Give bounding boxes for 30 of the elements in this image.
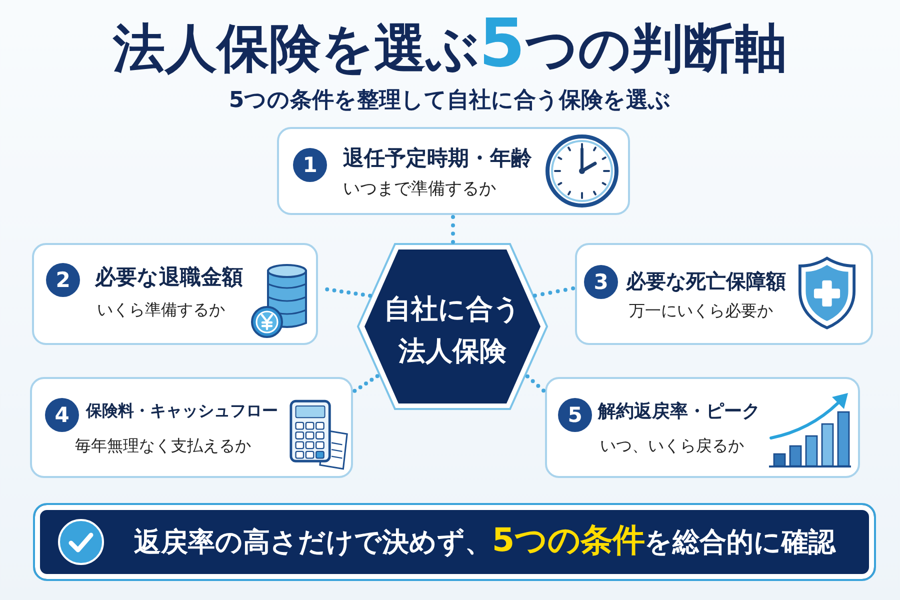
- criterion-card: [545, 377, 860, 478]
- center-hexagon: [357, 243, 548, 410]
- number-badge: 1: [293, 148, 327, 182]
- card-subtitle: 万一にいくら必要か: [629, 301, 773, 320]
- hexagon-label: 自社に合う法人保険: [383, 293, 522, 369]
- criterion-card: [277, 127, 630, 215]
- dotted-connector: [532, 286, 576, 298]
- number-badge: 2: [46, 263, 80, 297]
- number-badge: 5: [558, 398, 592, 432]
- criterion-card: [32, 243, 318, 345]
- card-title: 必要な退職金額: [95, 265, 243, 290]
- number-badge: 4: [45, 398, 79, 432]
- criterion-card: [575, 243, 873, 345]
- subtitle: 5つの条件を整理して自社に合う保険を選ぶ: [228, 87, 672, 115]
- card-subtitle: 毎年無理なく支払えるか: [75, 436, 251, 456]
- card-subtitle: いつまで準備するか: [343, 179, 496, 200]
- dotted-connector: [352, 374, 380, 393]
- card-subtitle: いつ、いくら戻るか: [600, 436, 744, 456]
- title: 法人保険を選ぶ5つの判断軸: [112, 10, 788, 84]
- summary-banner: [33, 503, 876, 581]
- banner-text: 返戻率の高さだけで決めず、5つの条件を総合的に確認: [134, 524, 836, 561]
- dotted-connector: [526, 374, 546, 393]
- number-badge: 3: [584, 265, 618, 299]
- card-subtitle: いくら準備するか: [97, 300, 225, 320]
- card-title: 退任予定時期・年齢: [343, 146, 532, 172]
- criterion-card: [30, 377, 353, 478]
- card-title: 解約返戻率・ピーク: [598, 401, 760, 423]
- dotted-connector: [451, 215, 455, 244]
- card-title: 保険料・キャッシュフロー: [86, 401, 278, 420]
- card-title: 必要な死亡保障額: [626, 269, 786, 293]
